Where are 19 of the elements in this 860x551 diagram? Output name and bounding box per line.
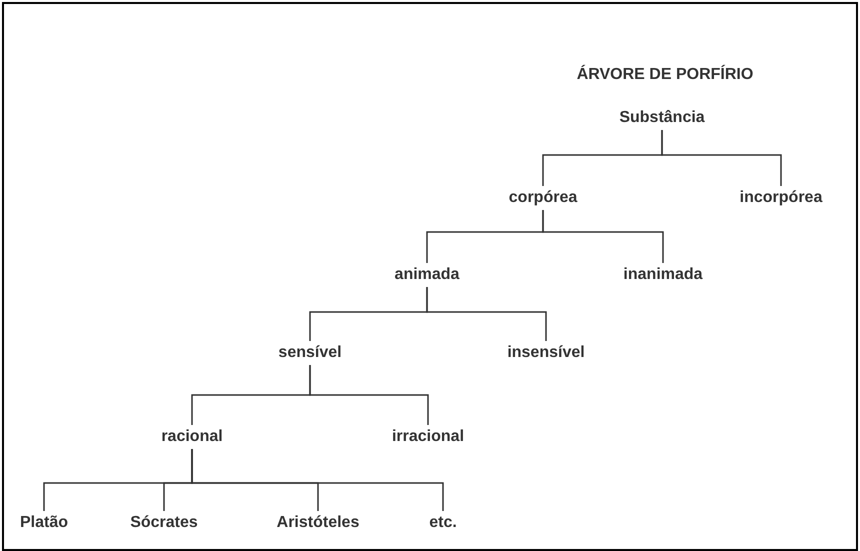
tree-term: insensível — [507, 343, 585, 363]
tree-connector — [309, 365, 429, 425]
tree-term: racional — [161, 427, 223, 447]
tree-connector — [191, 449, 444, 511]
diagram-title: ÁRVORE DE PORFÍRIO — [576, 66, 754, 84]
tree-term: inanimada — [623, 265, 703, 285]
tree-term: Aristóteles — [276, 513, 360, 533]
tree-term: incorpórea — [740, 188, 822, 208]
tree-connector — [661, 130, 782, 186]
tree-term: sensível — [278, 343, 342, 363]
tree-connector — [426, 287, 547, 341]
tree-term: animada — [394, 265, 460, 285]
tree-term: corpórea — [508, 188, 578, 208]
tree-term: etc. — [429, 513, 457, 533]
tree-term: irracional — [392, 427, 464, 447]
tree-term: Platão — [20, 513, 68, 533]
tree-connector — [542, 210, 664, 263]
tree-term: Substância — [619, 108, 705, 128]
tree-term: Sócrates — [130, 513, 198, 533]
